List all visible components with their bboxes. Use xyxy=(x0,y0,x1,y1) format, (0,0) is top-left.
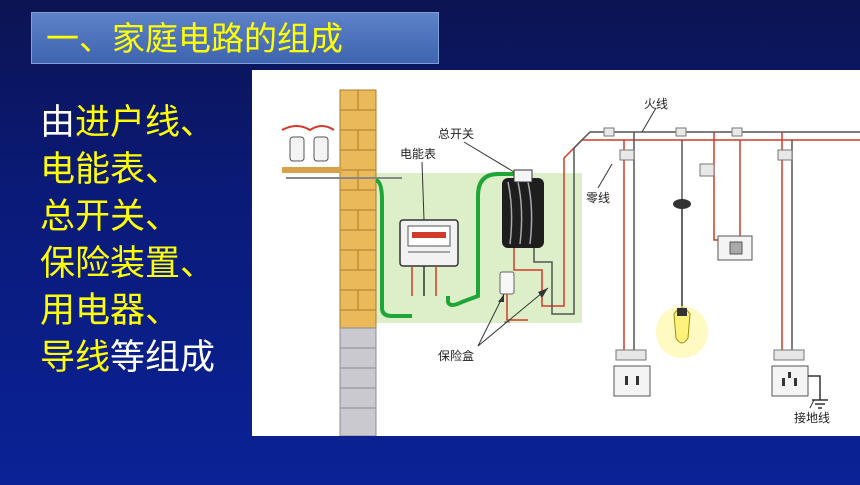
feed-wire xyxy=(446,172,514,307)
composition-text: 由 xyxy=(40,103,76,143)
brick-wall xyxy=(339,89,377,436)
composition-line-4: 保险装置、 xyxy=(40,241,215,288)
electric-meter xyxy=(399,219,459,296)
composition-item-main-switch: 总开关、 xyxy=(40,197,181,237)
page-title: 一、家庭电路的组成 xyxy=(46,19,343,58)
label-fuse-box: 保险盒 xyxy=(438,348,474,363)
composition-line-3: 总开关、 xyxy=(40,194,215,241)
composition-text: 等组成 xyxy=(110,338,216,378)
label-live-wire: 火线 xyxy=(644,97,668,111)
leader-arrows xyxy=(498,288,548,302)
fuse-box-left xyxy=(499,271,515,295)
composition-item-fuse: 保险装置、 xyxy=(40,244,216,284)
main-switch xyxy=(502,169,544,248)
composition-line-1: 由进户线、 xyxy=(40,100,215,147)
wall-switch xyxy=(717,235,753,261)
household-circuit-diagram: 火线 总开关 电能表 零线 保险盒 接地线 xyxy=(252,70,860,436)
socket-right xyxy=(771,349,809,397)
composition-line-5: 用电器、 xyxy=(40,288,215,335)
light-bulb xyxy=(656,199,708,358)
label-main-switch: 总开关 xyxy=(438,127,474,141)
circuit-svg: 火线 总开关 电能表 零线 保险盒 接地线 xyxy=(281,89,860,436)
label-ground-wire: 接地线 xyxy=(794,410,830,425)
composition-item-meter: 电能表、 xyxy=(40,150,181,190)
composition-list: 由进户线、 电能表、 总开关、 保险装置、 用电器、 导线等组成 xyxy=(40,100,215,382)
composition-item-incoming-wire: 进户线、 xyxy=(75,103,216,143)
socket-left xyxy=(613,349,651,397)
junction-points xyxy=(603,127,793,177)
label-meter: 电能表 xyxy=(400,147,436,161)
branch-wiring xyxy=(506,131,860,321)
composition-line-2: 电能表、 xyxy=(40,147,215,194)
incoming-wire xyxy=(375,178,412,318)
title-bar: 一、家庭电路的组成 xyxy=(31,12,439,64)
composition-item-appliance: 用电器、 xyxy=(40,291,181,331)
composition-item-wires: 导线 xyxy=(40,338,111,378)
composition-line-6: 导线等组成 xyxy=(40,335,215,382)
ground-symbol xyxy=(808,375,828,409)
leader-lines xyxy=(421,107,815,409)
label-neutral-wire: 零线 xyxy=(586,191,610,205)
insulator-bracket xyxy=(281,125,402,179)
